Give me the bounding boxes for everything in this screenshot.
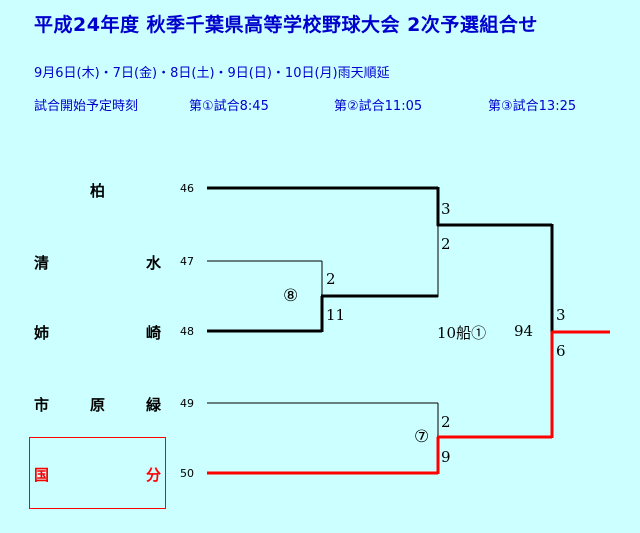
final-extra: 94 [514, 322, 534, 340]
final-score-top: 3 [556, 306, 566, 324]
semi-score-bottom: 2 [441, 235, 451, 253]
schedule-label: 試合開始予定時刻 [34, 99, 139, 114]
team-shimizu-char-2: 水 [146, 254, 162, 272]
team-ichihara-midori-char-3: 緑 [146, 396, 162, 414]
final-label: 10船① [437, 324, 487, 342]
team-ichihara-midori-char-2: 原 [90, 396, 106, 414]
page-title: 平成24年度 秋季千葉県高等学校野球大会 2次予選組合せ [34, 14, 538, 36]
final-score-bottom: 6 [556, 342, 566, 360]
team-ichihara-midori-char-1: 市 [34, 396, 50, 414]
game1-time: 第①試合8:45 [189, 99, 269, 114]
m8-score-bottom: 11 [326, 306, 346, 324]
team-anesaki-char-2: 崎 [146, 324, 162, 342]
m7-label: ⑦ [414, 427, 430, 447]
seed-46: 46 [180, 182, 194, 195]
team-anesaki-char-1: 姉 [34, 324, 50, 342]
semi-score-top: 3 [441, 200, 451, 218]
seed-50: 50 [180, 467, 194, 480]
team-kokubu-char-2: 分 [146, 466, 162, 484]
team-shimizu-char-1: 清 [34, 254, 50, 272]
m8-label: ⑧ [283, 286, 299, 306]
game3-time: 第③試合13:25 [488, 99, 577, 114]
seed-48: 48 [180, 325, 194, 338]
seed-47: 47 [180, 255, 194, 268]
m7-score-top: 2 [441, 413, 451, 431]
m8-score-top: 2 [326, 270, 336, 288]
team-kashiwa-char-1: 柏 [90, 182, 106, 200]
game2-time: 第②試合11:05 [334, 99, 423, 114]
date-schedule: 9月6日(木)・7日(金)・8日(土)・9日(日)・10日(月)雨天順延 [34, 66, 390, 81]
team-kokubu-char-1: 国 [34, 466, 50, 484]
highlight-box [29, 437, 166, 509]
seed-49: 49 [180, 397, 194, 410]
m7-score-bottom: 9 [441, 448, 451, 466]
